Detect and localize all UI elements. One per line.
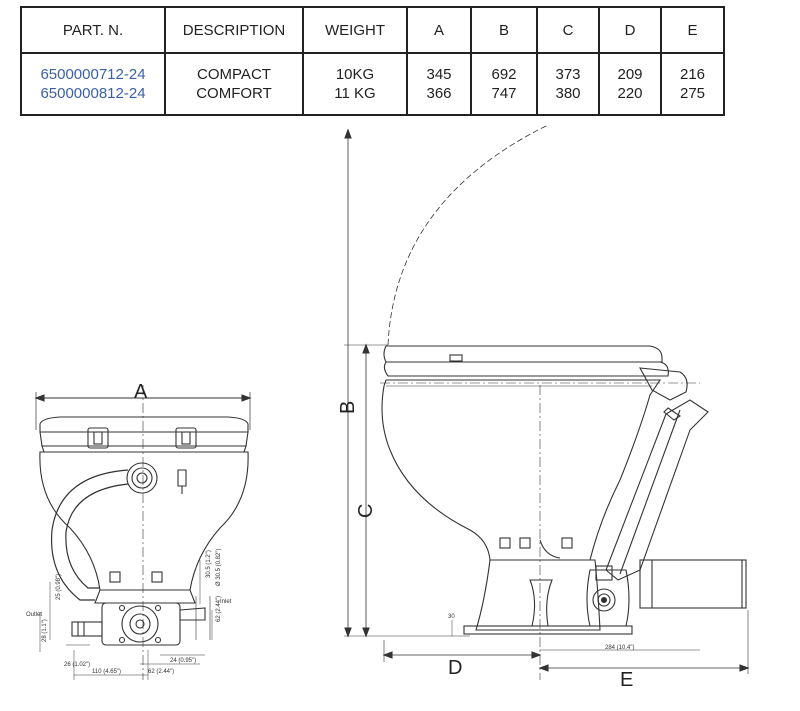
dim-d-value: 220 — [617, 85, 643, 102]
dim-e-value: 216 — [679, 66, 706, 83]
lid-swing-arc — [387, 124, 549, 346]
front-hose — [50, 469, 129, 601]
front-seat — [39, 431, 249, 447]
table-header-row: PART. N. DESCRIPTION WEIGHT A B C D E — [20, 6, 725, 54]
description: COMPACT — [197, 66, 271, 83]
dim-d-value: 209 — [617, 66, 643, 83]
spec-table: PART. N. DESCRIPTION WEIGHT A B C D E 65… — [20, 6, 725, 116]
side-pedestal — [475, 559, 601, 631]
label-c: C — [355, 504, 377, 518]
part-number[interactable]: 6500000812-24 — [40, 85, 146, 102]
dim-173-label: Ø 30.5 (0.82") — [216, 549, 222, 586]
table-row: 6500000712-24 6500000812-24 COMPACT COMF… — [20, 52, 725, 116]
dim-e-cell: 216 275 — [660, 52, 725, 116]
weight: 10KG — [335, 66, 375, 83]
dim-e-value: 275 — [679, 85, 706, 102]
pump-flange — [592, 588, 616, 612]
inlet-fitting — [126, 462, 158, 494]
dim-30-side-label: 30 — [448, 614, 455, 620]
part-number[interactable]: 6500000712-24 — [40, 66, 146, 83]
outlet-spout — [71, 621, 103, 637]
dim-b-value: 747 — [491, 85, 517, 102]
side-motor — [639, 559, 747, 609]
inlet-stub — [179, 607, 206, 621]
dim-c-cell: 373 380 — [536, 52, 600, 116]
dim-25-label: 25 (0.98") — [56, 574, 62, 600]
side-seat — [383, 361, 669, 377]
dim-c-value: 373 — [555, 66, 581, 83]
dim-b-value: 692 — [491, 66, 517, 83]
dim-62-label: 62 (2.44") — [148, 669, 174, 675]
header-a: A — [406, 6, 472, 54]
dim-a-cell: 345 366 — [406, 52, 472, 116]
front-view — [34, 385, 252, 680]
header-description: DESCRIPTION — [164, 6, 304, 54]
dim-d-cell: 209 220 — [598, 52, 662, 116]
dim-a-value: 366 — [426, 85, 452, 102]
header-part-number: PART. N. — [20, 6, 166, 54]
header-e: E — [660, 6, 725, 54]
side-hose — [605, 399, 709, 581]
weight-cell: 10KG 11 KG — [302, 52, 408, 116]
dim-110-label: 110 (4.65") — [92, 669, 121, 675]
side-bowl — [381, 379, 662, 561]
description-cell: COMPACT COMFORT — [164, 52, 304, 116]
inlet-label: Inlet — [220, 599, 232, 605]
dim-24-label: 24 (0.95") — [170, 658, 196, 664]
part-number-cell: 6500000712-24 6500000812-24 — [20, 52, 166, 116]
header-c: C — [536, 6, 600, 54]
dim-a-value: 345 — [426, 66, 452, 83]
technical-drawing: A B C D E Outlet Inlet 110 (4.65") 62 (2… — [26, 124, 750, 691]
dim-30-label: 30.5 (1.2") — [206, 550, 212, 578]
dim-284-label: 284 (10.4") — [605, 645, 634, 651]
front-lid — [39, 416, 249, 433]
weight: 11 KG — [334, 85, 376, 102]
dim-62v-label: 62 (2.44") — [216, 596, 222, 622]
pump-motor — [121, 605, 159, 643]
side-lid — [383, 345, 663, 363]
dim-b-cell: 692 747 — [470, 52, 538, 116]
base-plate — [463, 625, 633, 635]
outlet-label: Outlet — [26, 612, 42, 618]
dim-c-value: 380 — [555, 85, 581, 102]
label-a: A — [134, 381, 148, 403]
pump-housing — [101, 602, 181, 646]
header-weight: WEIGHT — [302, 6, 408, 54]
label-b: B — [337, 401, 359, 414]
description: COMFORT — [196, 85, 272, 102]
header-b: B — [470, 6, 538, 54]
header-d: D — [598, 6, 662, 54]
dim-26-label: 26 (1.02") — [64, 662, 90, 668]
label-e: E — [620, 669, 633, 691]
dim-28-label: 28 (1.1") — [42, 619, 48, 642]
side-view — [344, 124, 750, 680]
label-d: D — [448, 657, 462, 679]
